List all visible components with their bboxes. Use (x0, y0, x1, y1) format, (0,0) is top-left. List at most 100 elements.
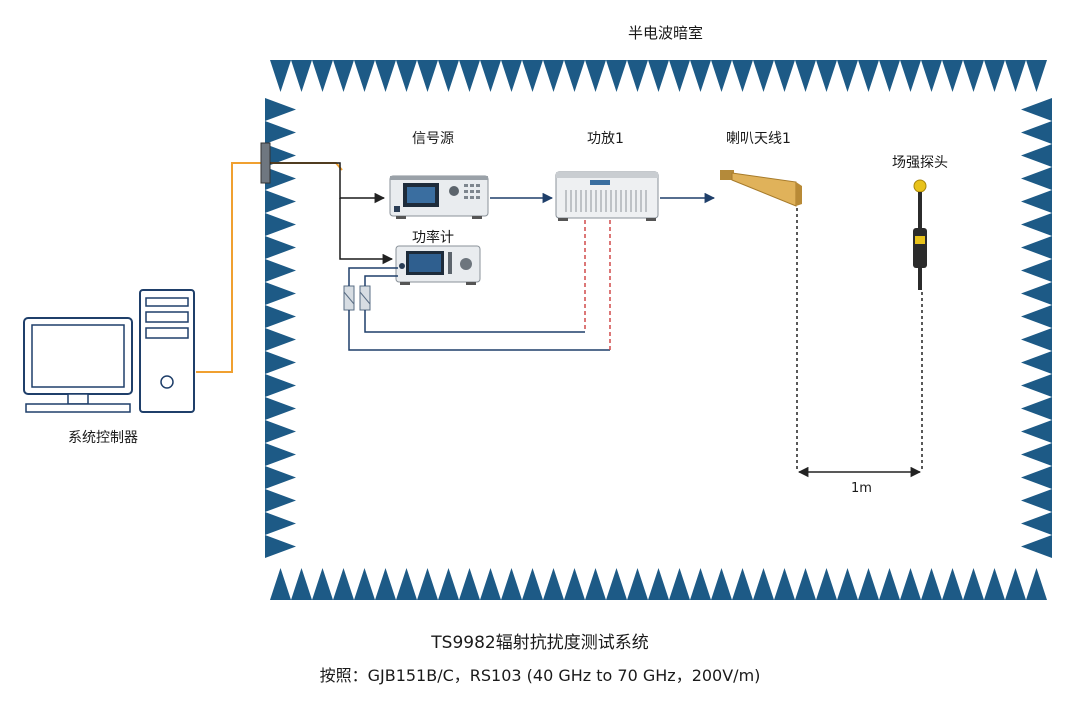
absorber-cone (858, 60, 879, 92)
caption-standard: 按照：GJB151B/C，RS103 (40 GHz to 70 GHz，200… (319, 666, 761, 685)
absorber-cone (606, 568, 627, 600)
absorber-cone (942, 568, 963, 600)
absorber-cone (265, 121, 296, 144)
absorber-cone (837, 60, 858, 92)
absorber-cone (669, 60, 690, 92)
absorber-cone (942, 60, 963, 92)
absorber-cone (417, 60, 438, 92)
absorber-cone (1021, 236, 1052, 259)
power-amplifier-instrument (555, 171, 659, 221)
absorber-cone (480, 60, 501, 92)
absorber-cone (627, 568, 648, 600)
absorber-cone (265, 259, 296, 282)
absorber-cone (1021, 351, 1052, 374)
absorber-cone (265, 282, 296, 305)
absorber-cone (265, 351, 296, 374)
power-meter-instrument (395, 245, 481, 285)
absorber-cone (1021, 259, 1052, 282)
absorber-cone (396, 568, 417, 600)
absorber-cone (753, 568, 774, 600)
absorber-cone (291, 568, 312, 600)
absorber-cone (1021, 305, 1052, 328)
absorber-cone (1021, 167, 1052, 190)
absorber-cone (795, 568, 816, 600)
absorber-cone (837, 568, 858, 600)
absorber-cone (711, 568, 732, 600)
absorber-cone (265, 144, 296, 167)
absorber-cone (312, 568, 333, 600)
absorber-cone (333, 568, 354, 600)
absorber-cone (265, 489, 296, 512)
absorber-cone (543, 60, 564, 92)
absorber-cone (984, 568, 1005, 600)
absorber-cone (522, 60, 543, 92)
absorber-cone (984, 60, 1005, 92)
cable-to-signal-source (270, 162, 386, 204)
absorber-cone (1021, 535, 1052, 558)
absorber-cone (648, 568, 669, 600)
absorber-cone (265, 466, 296, 489)
absorber-cone (265, 213, 296, 236)
absorber-left (265, 98, 296, 558)
absorber-cone (1021, 397, 1052, 420)
absorber-cone (1021, 512, 1052, 535)
absorber-bottom (270, 568, 1047, 600)
absorber-cone (265, 190, 296, 213)
absorber-cone (265, 397, 296, 420)
absorber-cone (1021, 121, 1052, 144)
absorber-cone (921, 568, 942, 600)
absorber-cone (816, 568, 837, 600)
absorber-cone (375, 568, 396, 600)
power-sensors (343, 285, 371, 311)
sensor-cable-a (348, 267, 398, 286)
absorber-cone (879, 568, 900, 600)
absorber-cone (375, 60, 396, 92)
absorber-cone (265, 443, 296, 466)
absorber-cone (265, 420, 296, 443)
absorber-cone (291, 60, 312, 92)
distance-label: 1m (851, 481, 872, 496)
absorber-right (1021, 98, 1052, 558)
absorber-cone (459, 568, 480, 600)
absorber-cone (879, 60, 900, 92)
field-probe-label: 场强探头 (892, 155, 948, 171)
absorber-cone (1005, 568, 1026, 600)
absorber-cone (265, 535, 296, 558)
absorber-cone (648, 60, 669, 92)
absorber-cone (265, 512, 296, 535)
coupler-line-forward (364, 310, 585, 333)
cable-to-power-meter (339, 198, 394, 265)
absorber-cone (1026, 568, 1047, 600)
absorber-cone (816, 60, 837, 92)
absorber-cone (265, 374, 296, 397)
absorber-cone (270, 60, 291, 92)
absorber-cone (1021, 282, 1052, 305)
absorber-cone (1021, 374, 1052, 397)
absorber-cone (921, 60, 942, 92)
absorber-cone (1021, 190, 1052, 213)
absorber-cone (1021, 489, 1052, 512)
absorber-cone (265, 305, 296, 328)
absorber-cone (522, 568, 543, 600)
absorber-cone (1021, 98, 1052, 121)
absorber-cone (312, 60, 333, 92)
absorber-cone (270, 568, 291, 600)
sensor-cable-b (364, 275, 398, 286)
absorber-cone (501, 60, 522, 92)
caption-title: TS9982辐射抗扰度测试系统 (431, 633, 649, 653)
absorber-cone (690, 60, 711, 92)
absorber-cone (265, 236, 296, 259)
absorber-top (270, 60, 1047, 92)
absorber-cone (564, 568, 585, 600)
absorber-cone (753, 60, 774, 92)
absorber-cone (795, 60, 816, 92)
absorber-cone (1021, 213, 1052, 236)
power-amp-label: 功放1 (587, 131, 624, 147)
field-probe (913, 179, 927, 290)
absorber-cone (480, 568, 501, 600)
absorber-cone (354, 568, 375, 600)
absorber-cone (459, 60, 480, 92)
absorber-cone (417, 568, 438, 600)
signal-source-instrument (389, 175, 489, 219)
signal-source-label: 信号源 (412, 131, 454, 147)
